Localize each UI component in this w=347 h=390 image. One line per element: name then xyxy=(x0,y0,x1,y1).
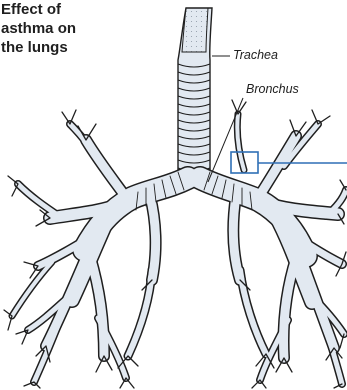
trachea-shape xyxy=(178,8,212,178)
figure-title: Effect of asthma on the lungs xyxy=(1,0,96,57)
bronchus-label: Bronchus xyxy=(246,82,299,96)
bronchi xyxy=(4,100,346,388)
trachea-label: Trachea xyxy=(233,48,278,62)
